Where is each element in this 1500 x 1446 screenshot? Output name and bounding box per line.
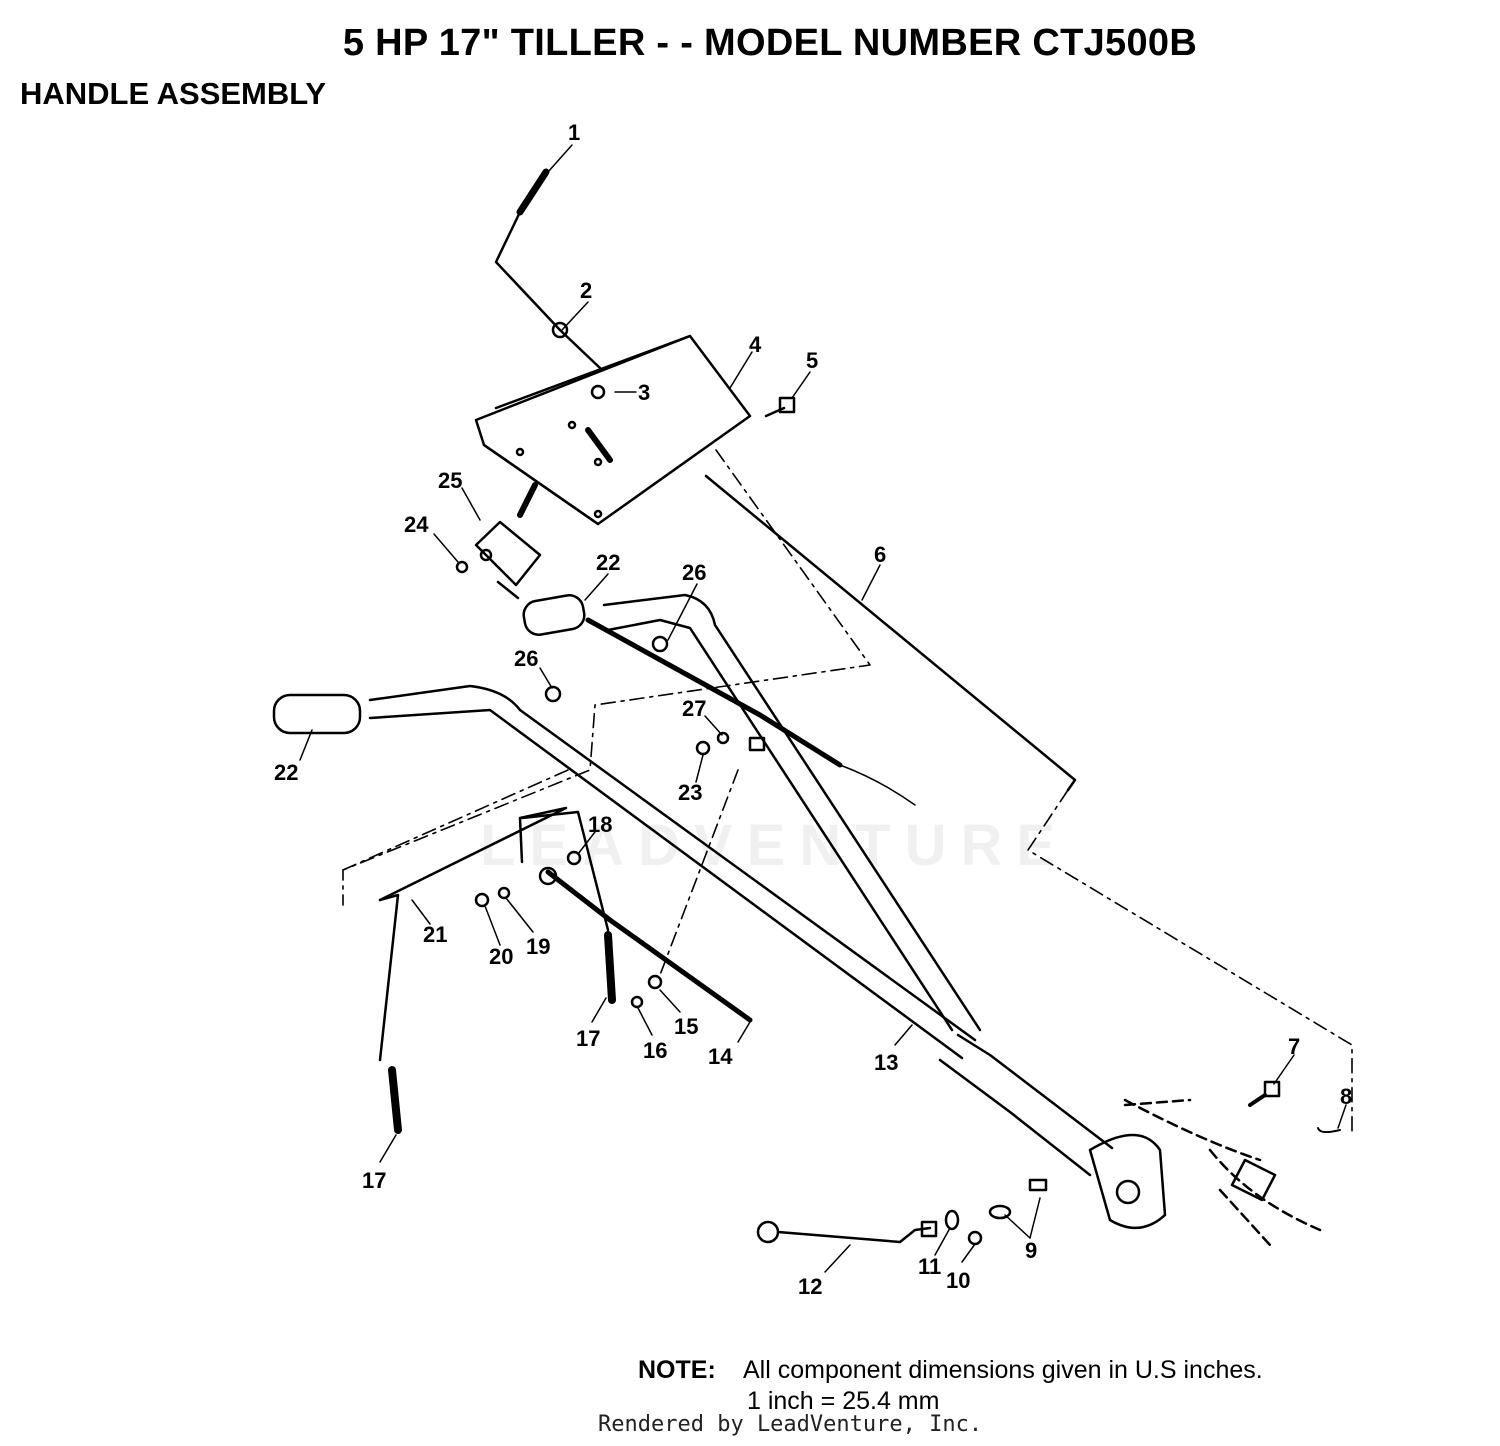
assembly-outline	[342, 449, 1353, 1136]
part-number: 19	[526, 934, 550, 959]
lower-handle	[272, 684, 1114, 1177]
part-number: 12	[798, 1274, 822, 1299]
bolt-5	[764, 396, 796, 418]
part-number: 10	[946, 1268, 970, 1293]
part-number: 11	[918, 1254, 941, 1279]
control-lever	[378, 893, 400, 1062]
footer-credit: Rendered by LeadVenture, Inc.	[598, 1412, 983, 1437]
part-number: 18	[588, 812, 612, 837]
leader-lines	[299, 144, 1347, 1273]
part-number: 20	[489, 944, 513, 969]
part-number: 7	[1288, 1034, 1300, 1059]
part-number: 22	[596, 550, 620, 575]
cable-14	[545, 869, 753, 1023]
part-number: 4	[749, 332, 762, 357]
bolt-7	[1248, 1093, 1267, 1107]
control-rod-21	[378, 806, 568, 902]
lower-mount	[1028, 1080, 1341, 1247]
bracket-25	[455, 482, 542, 600]
control-panel	[474, 334, 752, 526]
page-title: 5 HP 17" TILLER - - MODEL NUMBER CTJ500B	[342, 22, 1198, 64]
part-number: 8	[1340, 1084, 1352, 1109]
part-number: 6	[874, 542, 886, 567]
nut-26-upper	[651, 635, 669, 653]
part-number: 2	[580, 278, 592, 303]
part-number: 1	[568, 120, 580, 145]
shift-lever	[756, 1204, 1012, 1246]
part-number: 16	[643, 1038, 667, 1063]
part-number: 23	[678, 780, 702, 805]
upper-handle	[522, 593, 982, 1032]
part-labels: 1 2 3 4 5 6 7 8 9 10 11 12 13 14 15 16 1…	[274, 120, 1352, 1299]
watermark: LEADVENTURE	[480, 813, 1070, 878]
part-number: 9	[1025, 1238, 1037, 1263]
nut-26-lower	[544, 685, 562, 703]
part-number: 17	[362, 1168, 386, 1193]
long-rod	[704, 474, 1077, 792]
note-line-1: All component dimensions given in U.S in…	[743, 1356, 1263, 1384]
throttle-rod	[494, 168, 602, 370]
part-number: 13	[874, 1050, 898, 1075]
part-number: 25	[438, 468, 462, 493]
part-number: 26	[514, 646, 538, 671]
note-line-2: 1 inch = 25.4 mm	[747, 1387, 940, 1415]
part-number: 17	[576, 1026, 600, 1051]
part-number: 15	[674, 1014, 698, 1039]
nut-24	[455, 560, 469, 574]
part-number: 14	[708, 1044, 733, 1069]
part-number: 5	[806, 348, 818, 373]
part-number: 21	[423, 922, 447, 947]
part-number: 27	[682, 696, 706, 721]
rod-clip	[551, 321, 569, 339]
part-number: 26	[682, 560, 706, 585]
note-block: NOTE: All component dimensions given in U…	[638, 1356, 1263, 1416]
note-label: NOTE:	[638, 1356, 716, 1384]
throttle-cable	[585, 617, 843, 768]
section-title: HANDLE ASSEMBLY	[20, 76, 327, 111]
part-number: 22	[274, 760, 298, 785]
part-number: 3	[638, 380, 650, 405]
part-number: 24	[404, 512, 429, 537]
spring-17-upper	[604, 931, 616, 1004]
